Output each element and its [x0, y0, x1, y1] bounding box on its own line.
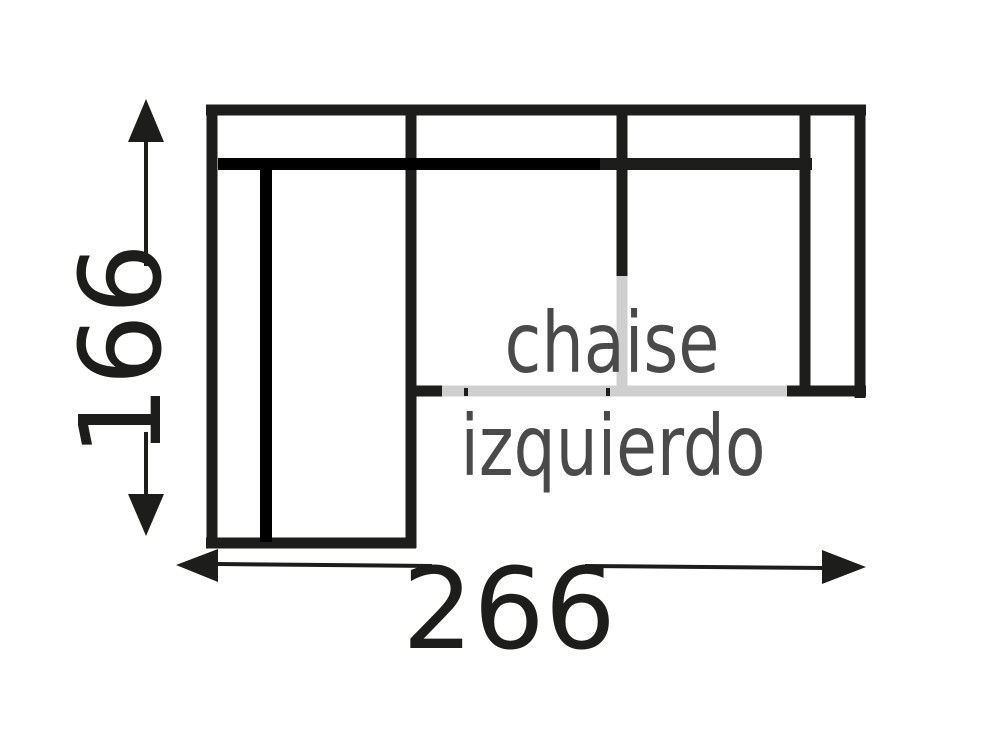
- arrow-up-icon: [128, 99, 164, 142]
- chaise-label-line2: izquierdo: [461, 397, 766, 495]
- width-dimension: 266: [176, 545, 866, 675]
- arrow-down-icon: [128, 494, 164, 536]
- chaise-label-line1: chaise: [505, 294, 720, 392]
- height-dimension: 166: [57, 99, 187, 536]
- chaise-gap-lines: [442, 276, 787, 397]
- tick-marks: [464, 388, 610, 396]
- width-value: 266: [402, 545, 616, 675]
- arrow-right-icon: [822, 550, 866, 584]
- height-value: 166: [57, 243, 187, 457]
- arrow-left-icon: [176, 549, 218, 582]
